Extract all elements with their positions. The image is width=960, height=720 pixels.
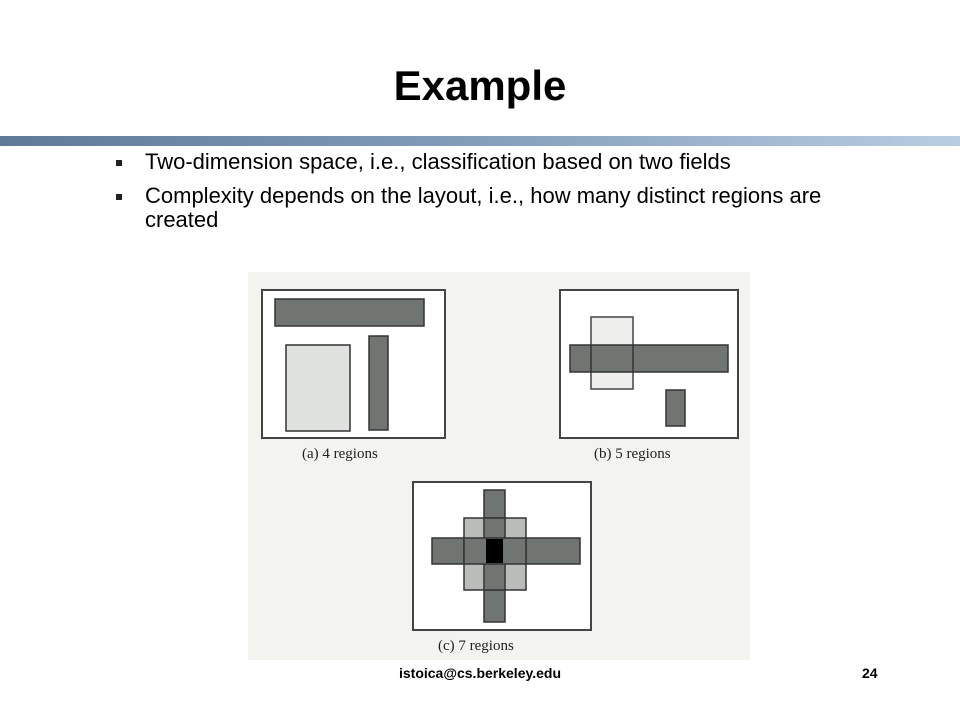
caption-b: (b) 5 regions	[594, 446, 671, 462]
page-number: 24	[862, 665, 878, 681]
bullet-text: Complexity depends on the layout, i.e., …	[145, 183, 822, 232]
caption-a: (a) 4 regions	[302, 446, 378, 462]
region-horizontal-bar	[274, 298, 425, 327]
region-vertical-bar	[368, 335, 389, 431]
bullet-item: Two-dimension space, i.e., classificatio…	[114, 150, 834, 174]
footer-email: istoica@cs.berkeley.edu	[398, 665, 562, 681]
bullet-list: Two-dimension space, i.e., classificatio…	[114, 150, 834, 242]
regions-figure: (a) 4 regions (b) 5 regions (c) 7 region…	[248, 272, 750, 660]
panel-a: (a) 4 regions	[261, 289, 446, 462]
slide-title: Example	[393, 62, 567, 109]
panel-c: (c) 7 regions	[412, 481, 592, 654]
caption-c: (c) 7 regions	[438, 638, 514, 654]
square-bullet-icon	[116, 160, 122, 166]
panel-b: (b) 5 regions	[559, 289, 739, 462]
square-bullet-icon	[116, 194, 122, 200]
bullet-text: Two-dimension space, i.e., classificatio…	[145, 149, 731, 174]
region-center-black	[486, 539, 503, 563]
bullet-item: Complexity depends on the layout, i.e., …	[114, 184, 834, 232]
region-light-square	[285, 344, 351, 432]
region-wide-bar	[569, 344, 729, 373]
region-small-bar	[665, 389, 686, 427]
title-divider-bar	[0, 136, 960, 146]
